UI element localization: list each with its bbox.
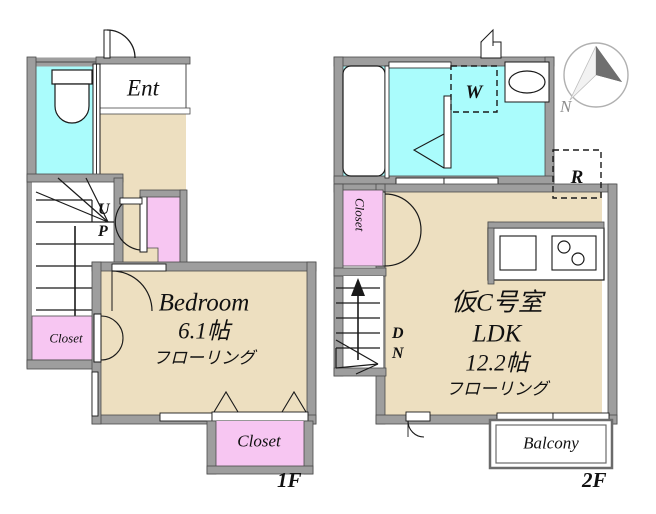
ldk-type-label: LDK (472, 320, 522, 348)
closet-south-1f (206, 420, 314, 475)
bath-wash-area-2f: W (333, 28, 555, 186)
refrigerator-marker: R (552, 149, 602, 199)
hall-closet-1f (114, 195, 181, 267)
stair-up-label-line1: U (98, 201, 111, 218)
compass-rose (563, 42, 629, 108)
floor-2f-tag: 2F (582, 468, 607, 492)
ldk-unit-label: 仮C号室 (451, 289, 543, 317)
entrance-label: Ent (127, 75, 159, 101)
bedroom-name-label: Bedroom (158, 289, 250, 317)
ldk-size-label: 12.2帖 (465, 350, 529, 376)
kitchen-stove-icon (551, 235, 597, 271)
ldk-finish-label: フローリング (446, 379, 548, 399)
ldk-side-door-icon (405, 411, 431, 438)
closet-2f (333, 183, 387, 277)
bedroom-finish-label: フローリング (153, 348, 255, 368)
closet-west-1f (26, 315, 124, 370)
toilet-icon (51, 69, 93, 124)
kitchen-counter (487, 221, 605, 285)
stair-up-arrow-icon (351, 278, 365, 360)
balcony-2f (488, 418, 614, 470)
bedroom-west-closet-door-icon (93, 313, 124, 363)
washing-machine-label: W (466, 82, 484, 103)
compass-north-label: N (560, 97, 572, 116)
entrance-door-swing-icon (103, 29, 136, 59)
bath-window-icon (480, 28, 502, 59)
floor-1f-tag: 1F (277, 468, 302, 492)
stair-up-label-line2: P (97, 223, 108, 240)
bedroom-1f (91, 261, 317, 425)
stair-down-label-line2: N (391, 345, 405, 362)
washing-machine-marker: W (450, 65, 498, 113)
washbasin-icon (504, 61, 550, 103)
bedroom-size-label: 6.1帖 (178, 318, 230, 344)
kitchen-sink-icon (499, 235, 537, 271)
floor-1f-group: U P (26, 29, 317, 475)
balcony-label: Balcony (523, 433, 579, 453)
bath-door-icon (412, 95, 452, 169)
bedroom-window-west (91, 371, 99, 417)
refrigerator-label: R (570, 167, 584, 188)
stair-down-label-line1: D (391, 325, 404, 342)
closet-west-1f-label: Closet (49, 330, 83, 346)
stair-shaft-2f: D N (333, 275, 405, 377)
closet-south-1f-label: Closet (237, 431, 281, 451)
bedroom-door-icon (111, 263, 167, 312)
closet-2f-label: Closet (352, 198, 368, 232)
floor-2f-group: W R (333, 28, 618, 470)
